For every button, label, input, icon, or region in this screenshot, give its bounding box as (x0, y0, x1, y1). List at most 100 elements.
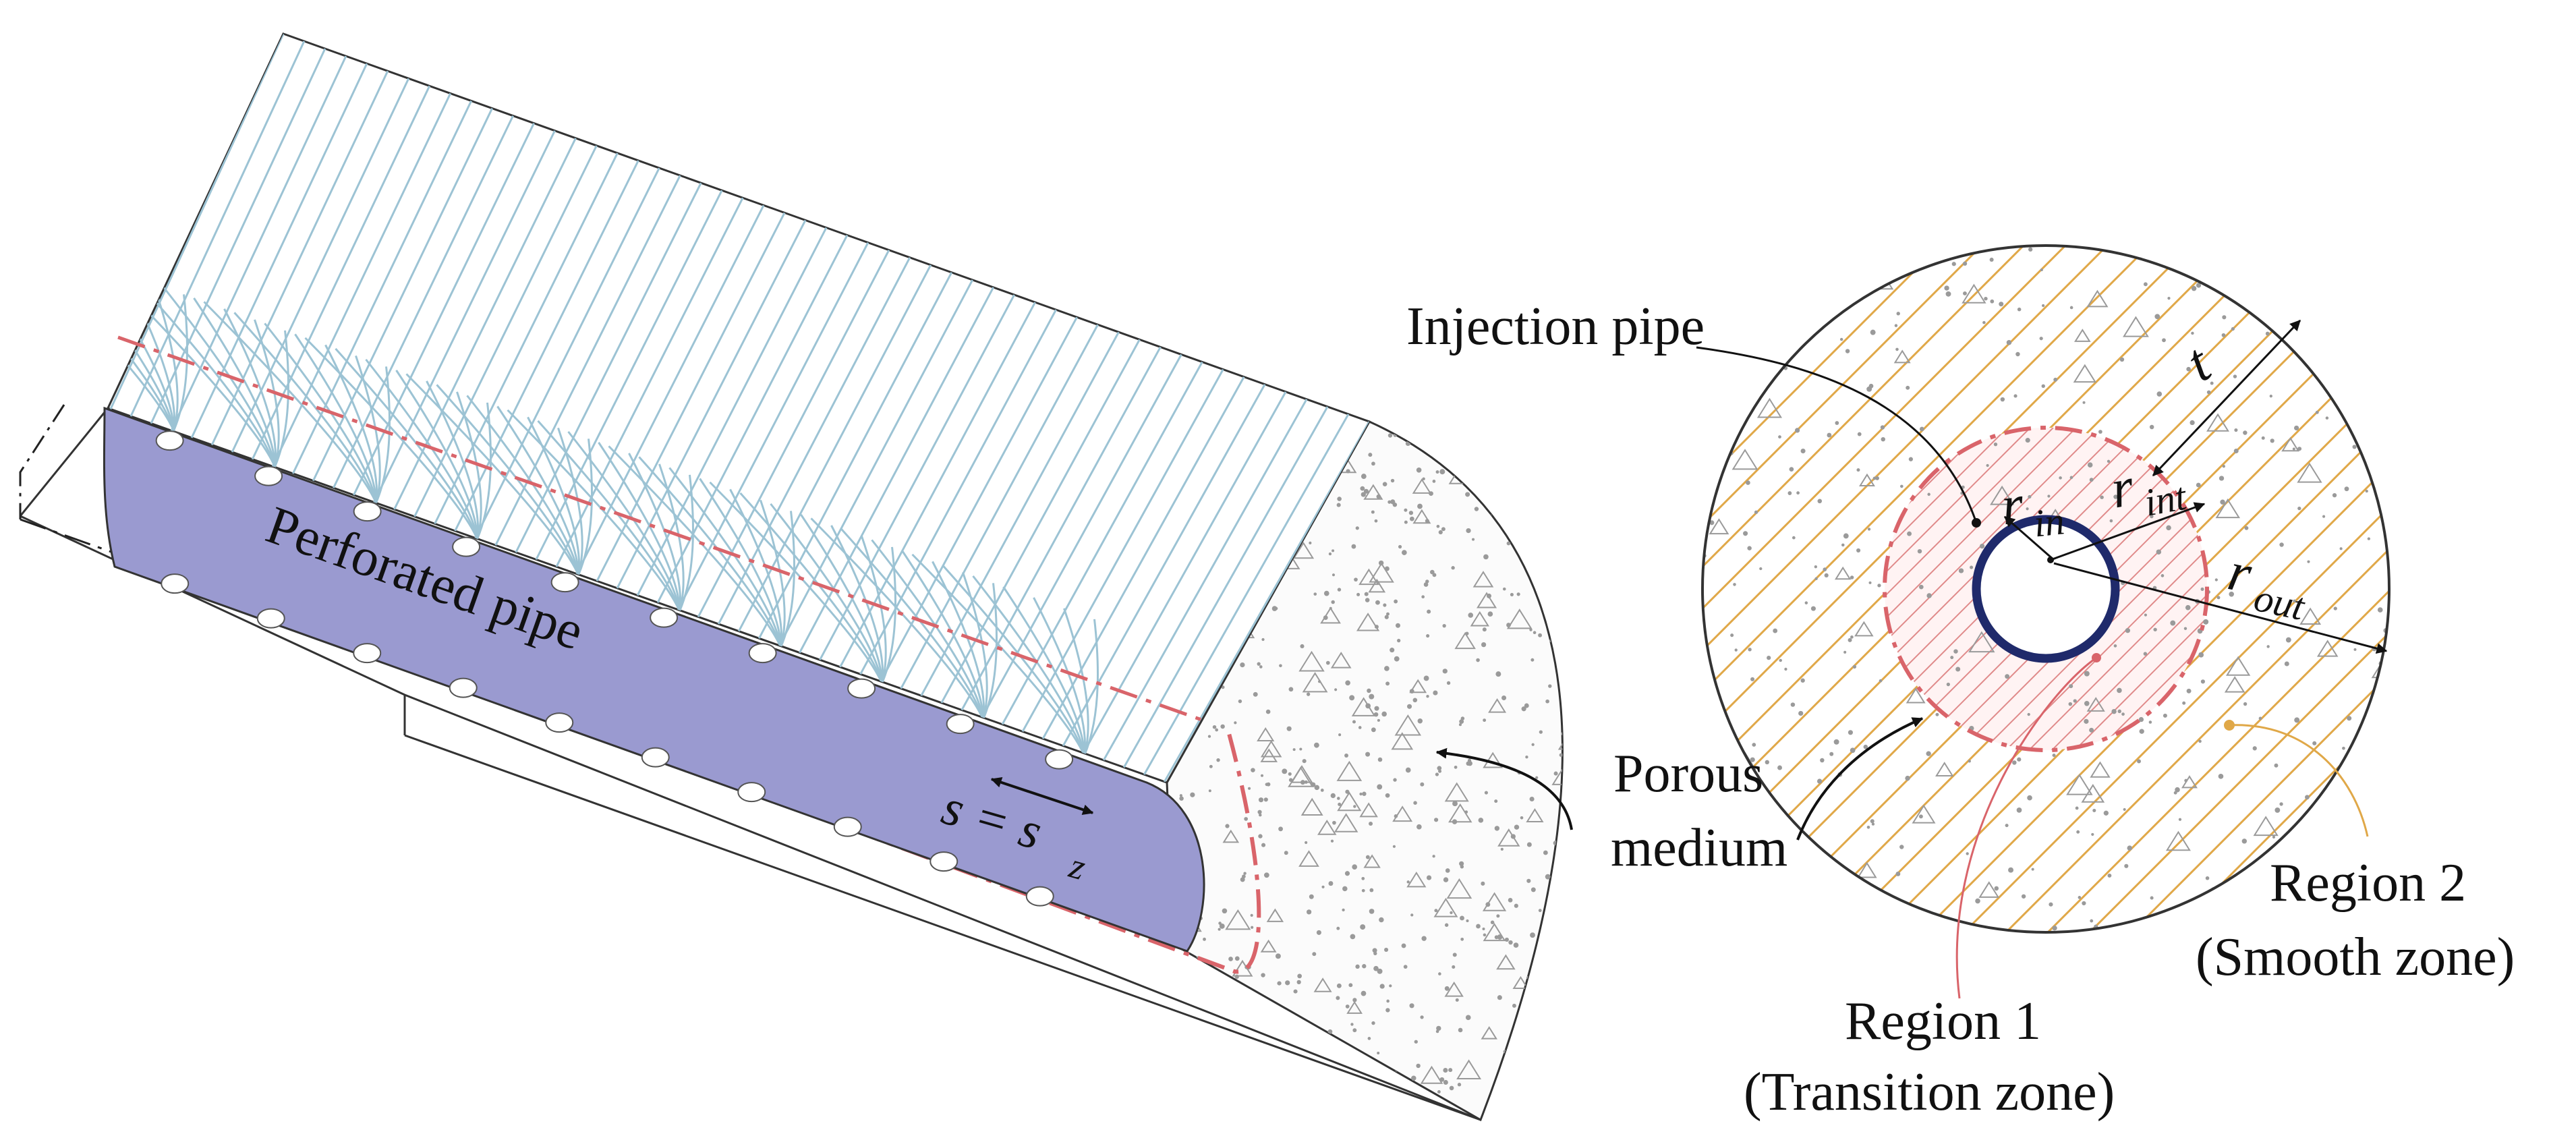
speckle (1705, 714, 1709, 718)
speckle (1530, 887, 1536, 892)
streamline-fan (668, 467, 782, 648)
speckle (1362, 1104, 1365, 1107)
perforation-hole (929, 851, 958, 872)
aggregate (1369, 562, 1394, 583)
speckle (1203, 937, 1206, 941)
speckle (2344, 486, 2349, 492)
hatch-line (2010, 428, 2207, 750)
aggregate (1725, 915, 1744, 930)
speckle (1212, 725, 1217, 729)
speckle (1765, 760, 1769, 765)
speckle (2175, 787, 2180, 793)
speckle (1709, 520, 1715, 526)
aggregate (2165, 830, 2191, 851)
speckle (1361, 474, 1367, 479)
r-int-sub: int (2141, 474, 2190, 525)
speckle (2053, 377, 2058, 382)
speckle (1431, 1096, 1435, 1100)
speckle (2017, 307, 2022, 312)
speckle (1442, 1110, 1446, 1115)
region2-label-line2: (Smooth zone) (2196, 928, 2515, 987)
speckle (1275, 953, 1281, 959)
speckle (1372, 1087, 1376, 1092)
speckle (1228, 1023, 1232, 1027)
speckle (2266, 645, 2270, 648)
streamline (1159, 421, 1369, 783)
speckle (1555, 647, 1559, 652)
speckle (1365, 855, 1370, 859)
speckle (2031, 868, 2034, 871)
speckle (1381, 711, 1387, 717)
speckle (1444, 986, 1450, 991)
perforation-hole (737, 782, 766, 803)
speckle (1342, 886, 1348, 892)
hatch-line (1885, 428, 2164, 750)
speckle (1879, 679, 1883, 683)
porous-label-line1: Porous (1613, 744, 1763, 803)
speckle (1557, 644, 1562, 648)
speckle (1459, 861, 1464, 866)
speckle (1451, 566, 1455, 570)
hatch-line (1964, 428, 2207, 750)
speckle (2189, 420, 2195, 426)
aggregate (1222, 829, 1240, 843)
speckle (1367, 688, 1371, 693)
speckle (1779, 658, 1782, 662)
speckle (1530, 437, 1535, 441)
speckle (1474, 507, 1479, 511)
speckle (1482, 627, 1487, 632)
speckle (2243, 430, 2248, 435)
hatch-line (1702, 246, 2044, 932)
speckle (1895, 872, 1901, 876)
speckle (1330, 839, 1334, 843)
speckle (1329, 606, 1332, 610)
speckle (1958, 568, 1964, 573)
speckle (1483, 554, 1489, 560)
streamline-fan (405, 373, 579, 575)
speckle (1814, 565, 1818, 569)
hatch-line (1702, 246, 2170, 932)
streamline (370, 130, 556, 509)
speckle (1524, 537, 1528, 542)
speckle (1510, 834, 1516, 839)
speckle (1412, 698, 1418, 703)
speckle (2025, 438, 2030, 443)
speckle (2119, 357, 2125, 362)
speckle (1235, 1108, 1239, 1112)
speckle (1358, 726, 1362, 729)
speckle (1328, 881, 1334, 886)
interface-boundary (1883, 426, 2209, 752)
perforation-hole (833, 816, 862, 837)
speckle (2234, 428, 2238, 432)
trench-wall-lower (19, 407, 109, 517)
speckle (1548, 684, 1552, 688)
speckle (1377, 718, 1380, 722)
streamline (653, 234, 849, 610)
speckle (1261, 843, 1266, 847)
speckle (1377, 757, 1383, 762)
speckle (1384, 666, 1390, 671)
speckle (2359, 289, 2364, 294)
speckle (1871, 822, 1875, 826)
speckle (1555, 577, 1559, 582)
speckle (1543, 505, 1549, 511)
streamline-fan (304, 337, 478, 540)
speckle (1784, 667, 1787, 671)
speckle (1361, 876, 1365, 880)
speckle (1332, 573, 1336, 577)
speckle (1574, 438, 1578, 442)
speckle (1385, 793, 1390, 798)
streamline-fan (264, 322, 377, 503)
speckle (2113, 644, 2117, 648)
speckle (2233, 374, 2237, 378)
speckle (2000, 397, 2005, 402)
speckle (1221, 685, 1225, 689)
speckle (1441, 527, 1446, 532)
streamline-fan (638, 456, 782, 648)
aggregate (1377, 1091, 1398, 1107)
speckle (1458, 723, 1462, 727)
aggregate (1702, 246, 1725, 256)
speckle (1218, 928, 1221, 931)
speckle (1877, 584, 1881, 588)
speckle (2285, 637, 2291, 643)
